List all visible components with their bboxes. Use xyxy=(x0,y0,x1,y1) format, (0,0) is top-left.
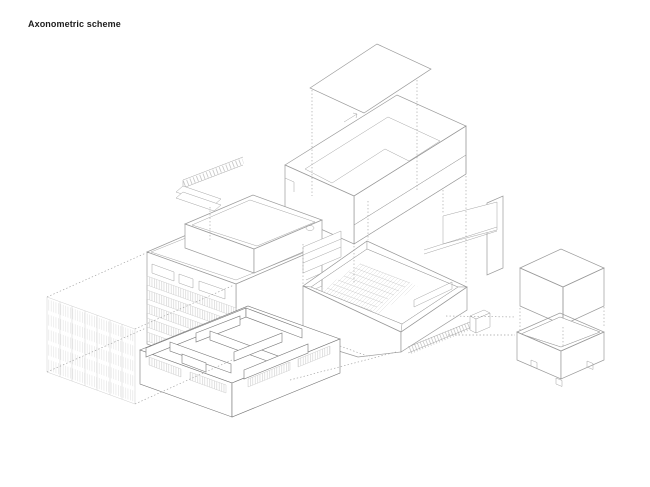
rooftop-penthouse xyxy=(184,194,323,274)
construction-lines xyxy=(46,80,605,405)
hatched-railing xyxy=(407,321,474,354)
auditorium-hall xyxy=(302,240,474,358)
open-container-box xyxy=(516,312,605,387)
facade-panel xyxy=(46,296,136,405)
lattice-roof-volume xyxy=(284,94,467,245)
connector-box xyxy=(469,309,491,334)
partition-walls xyxy=(145,307,309,380)
castor-feet xyxy=(530,359,594,387)
page-title: Axonometric scheme xyxy=(28,19,121,29)
interior-shelves xyxy=(302,230,342,294)
kiosk-boxes xyxy=(469,248,605,387)
plan-base xyxy=(139,305,341,418)
wall-sections xyxy=(423,195,504,276)
stair-element xyxy=(175,156,245,212)
roof-plane xyxy=(309,43,432,114)
